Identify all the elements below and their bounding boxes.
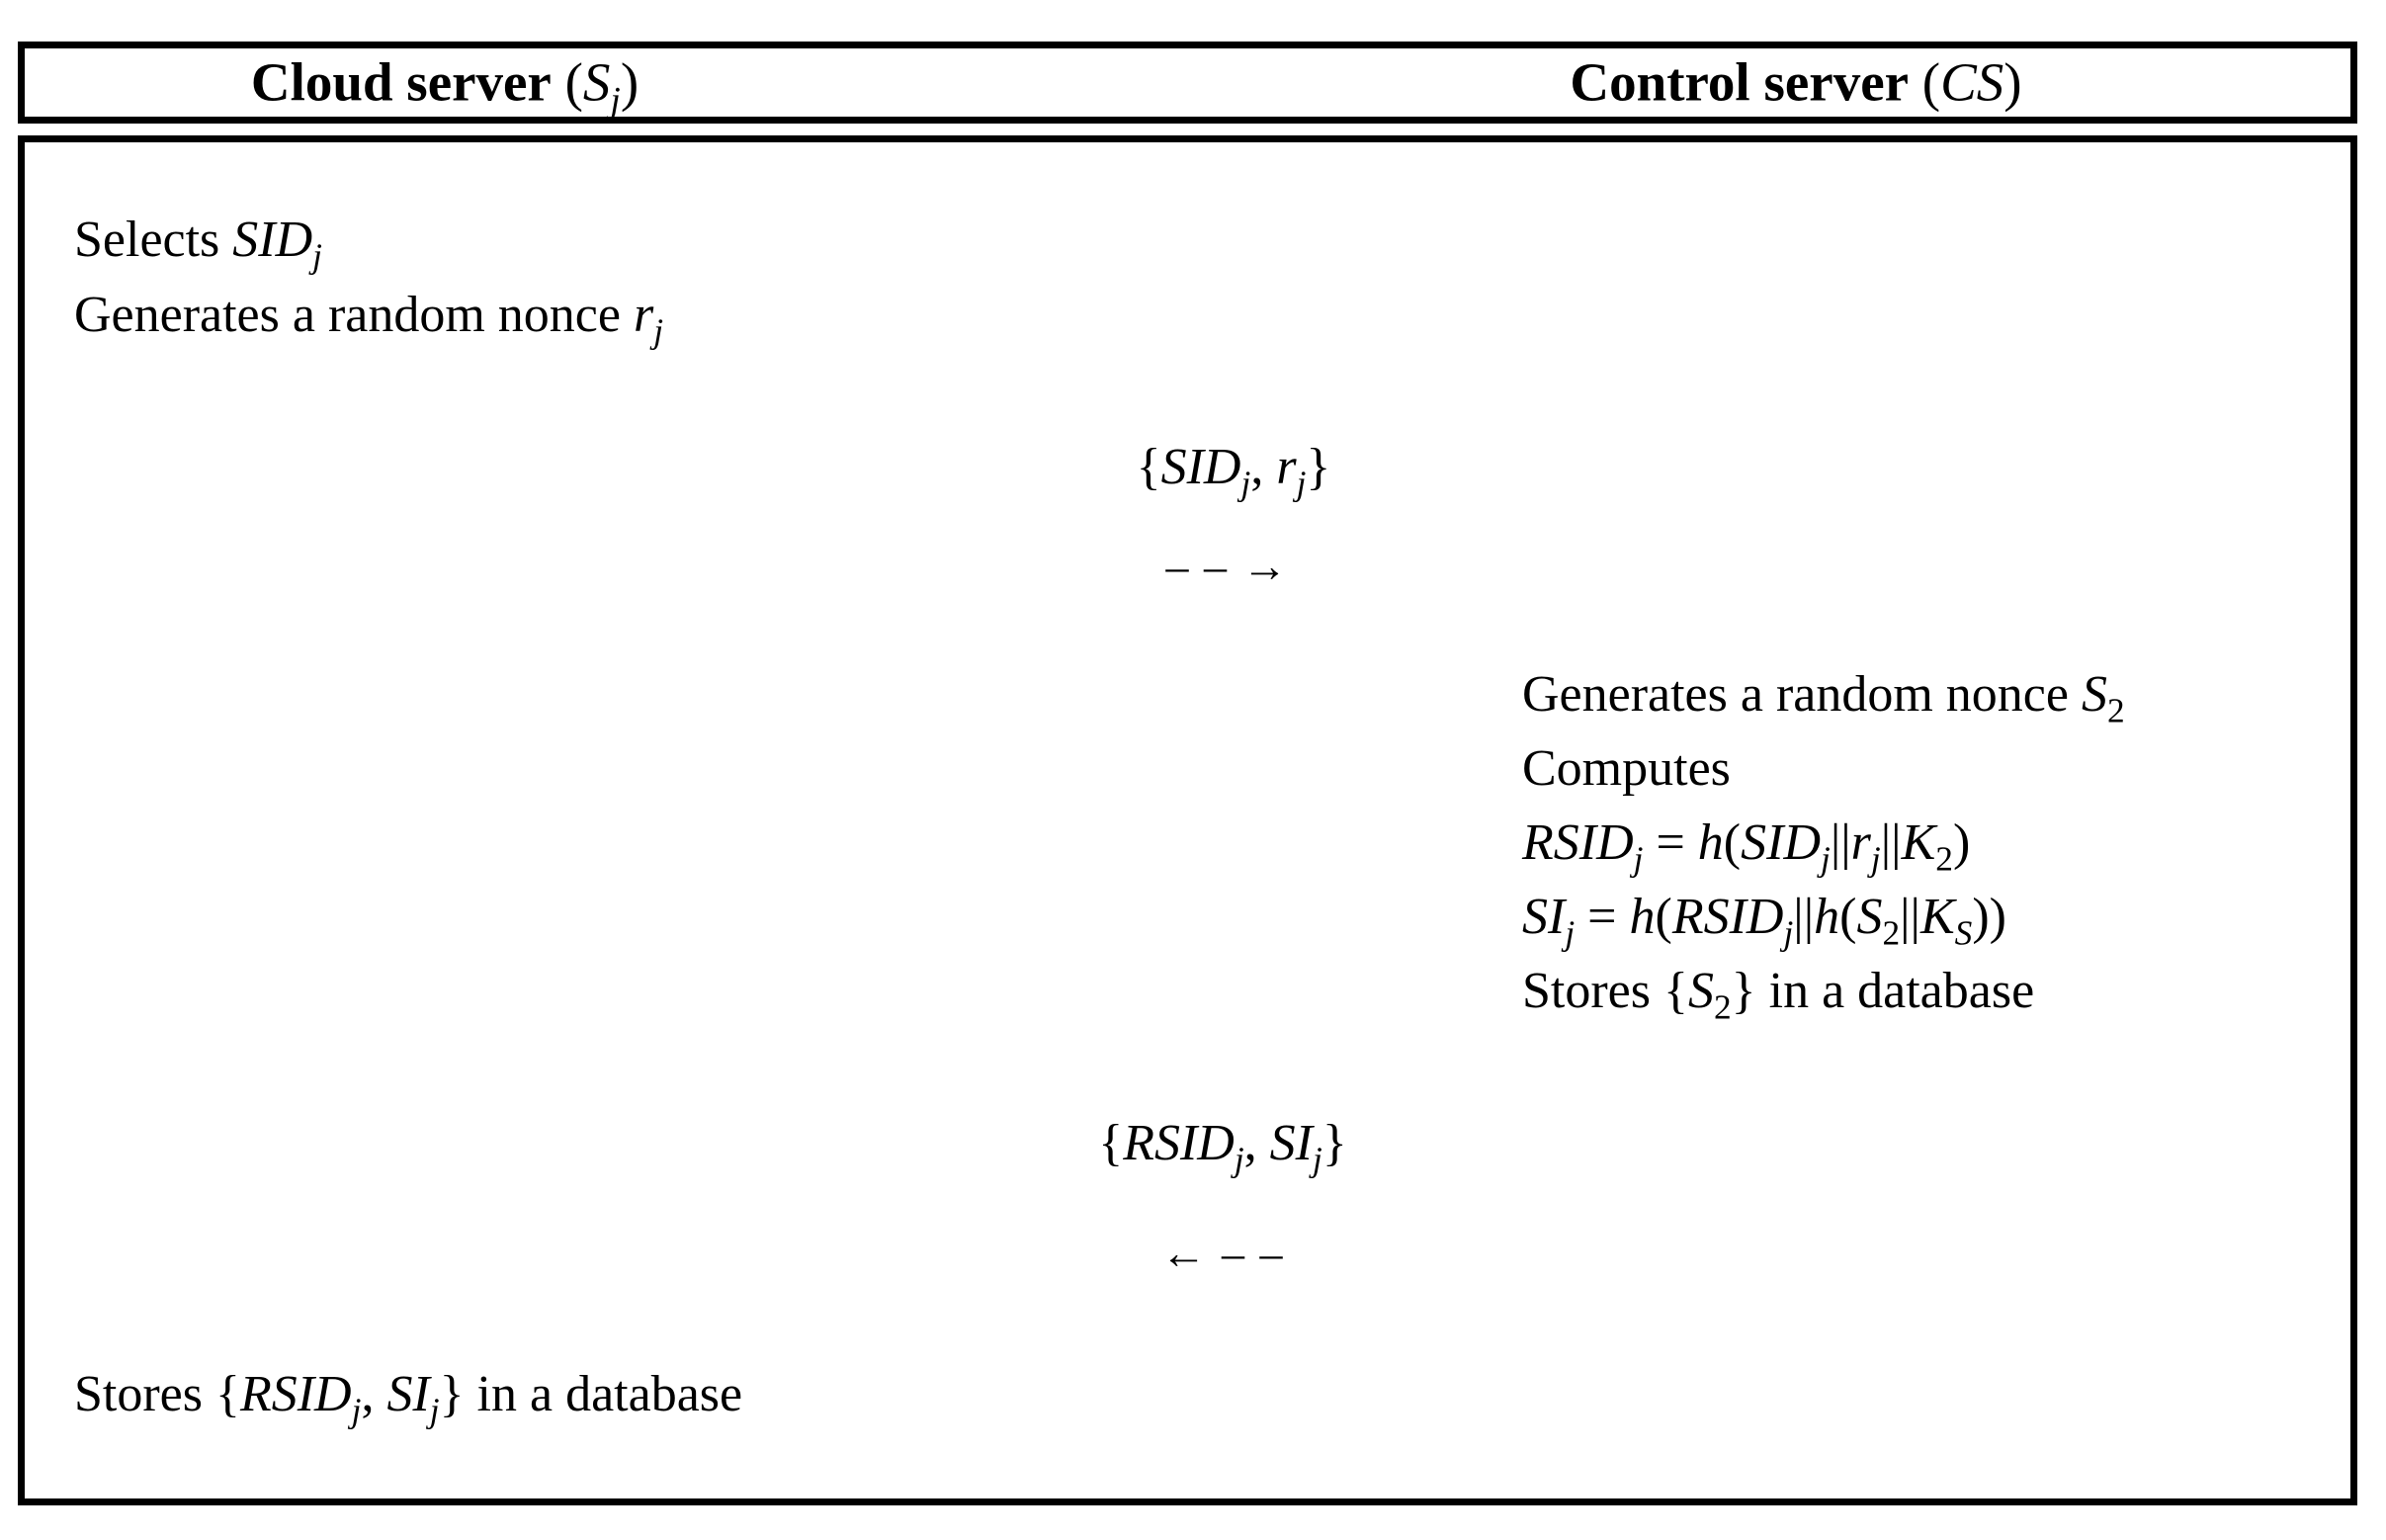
cloud-step-stores-database: Stores {RSIDj, SIj} in a database: [74, 1366, 743, 1430]
cs-step-generates-nonce: Generates a random nonce S2: [1522, 666, 2125, 730]
cloud-step-selects-sid: Selects SIDj: [74, 212, 322, 276]
cs-step-rsid-equation: RSIDj = h(SIDj||rj||K2): [1522, 814, 1971, 879]
arrow-left-dashed-icon: ← – –: [1160, 1228, 1285, 1278]
cloud-step-generates-nonce: Generates a random nonce rj: [74, 287, 664, 351]
cs-step-stores-s2: Stores {S2} in a database: [1522, 963, 2035, 1027]
header-control-server: Control server (CS): [1570, 51, 2022, 113]
message-sid-rj-label: {SIDj, rj}: [1136, 439, 1331, 503]
header-row: [18, 42, 2357, 124]
message-rsid-si-label: {RSIDj, SIj}: [1098, 1115, 1347, 1179]
cs-step-computes: Computes: [1522, 740, 1731, 797]
arrow-right-dashed-icon: – – →: [1165, 541, 1290, 591]
header-cloud-server: Cloud server (Sj): [250, 51, 639, 122]
body-panel: [18, 135, 2357, 1505]
cs-step-si-equation: SIj = h(RSIDj||h(S2||KS)): [1522, 889, 2006, 953]
